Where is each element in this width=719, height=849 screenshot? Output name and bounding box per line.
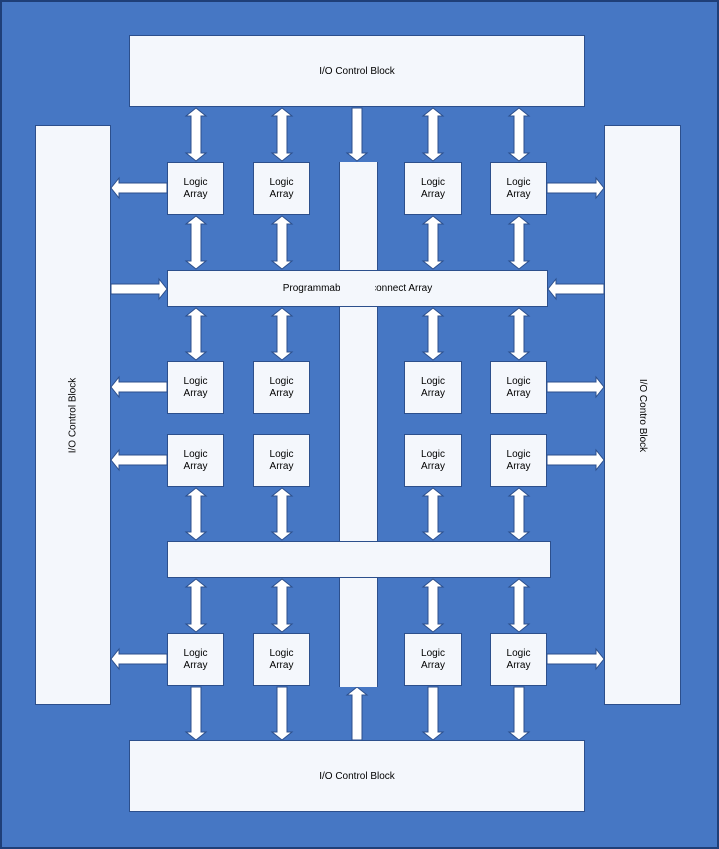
io-control-block-left: I/O Control Block — [35, 125, 111, 705]
io-control-block-bottom: I/O Control Block — [129, 740, 585, 812]
arrow-la-r4-bottom-io-3 — [421, 686, 445, 741]
arrow-top-io-bus — [345, 107, 369, 162]
logic-array-r3-c4: Logic Array — [490, 434, 547, 487]
io-control-block-left-label: I/O Control Block — [67, 377, 79, 453]
logic-array-r3-c1: Logic Array — [167, 434, 224, 487]
io-control-block-top-label: I/O Control Block — [319, 65, 395, 77]
logic-array-r1-c2: Logic Array — [253, 162, 310, 215]
arrow-la-right-io-3 — [546, 448, 605, 472]
arrow-pia2-la-r4-4 — [507, 578, 531, 633]
arrow-la-r3-pia2-3 — [421, 487, 445, 541]
logic-array-r2-c2: Logic Array — [253, 361, 310, 414]
arrow-pia2-la-r4-3 — [421, 578, 445, 633]
arrow-la-left-io-2 — [110, 375, 168, 399]
logic-array-r1-c3: Logic Array — [404, 162, 462, 215]
arrow-pia-la-r2-2 — [270, 307, 294, 361]
arrow-la-r4-bottom-io-1 — [184, 686, 208, 741]
io-control-block-right-label: I/O Contro Block — [636, 378, 648, 452]
logic-array-r4-c1: Logic Array — [167, 633, 224, 686]
arrow-la-r4-bottom-io-2 — [270, 686, 294, 741]
io-control-block-bottom-label: I/O Control Block — [319, 770, 395, 782]
io-control-block-top: I/O Control Block — [129, 35, 585, 107]
logic-array-r2-c1: Logic Array — [167, 361, 224, 414]
arrow-left-io-pia — [110, 277, 168, 301]
arrow-bottom-io-bus — [345, 686, 369, 741]
arrow-la-r1-pia-4 — [507, 215, 531, 270]
logic-array-r4-c4: Logic Array — [490, 633, 547, 686]
arrow-la-r4-bottom-io-4 — [507, 686, 531, 741]
arrow-right-io-pia — [547, 277, 605, 301]
logic-array-r1-c1: Logic Array — [167, 162, 224, 215]
arrow-la-right-io-1 — [546, 176, 605, 200]
arrow-top-io-la-2 — [270, 107, 294, 162]
arrow-la-r3-pia2-2 — [270, 487, 294, 541]
arrow-la-left-io-3 — [110, 448, 168, 472]
arrow-pia-la-r2-3 — [421, 307, 445, 361]
arrow-top-io-la-1 — [184, 107, 208, 162]
arrow-pia2-la-r4-2 — [270, 578, 294, 633]
arrow-top-io-la-3 — [421, 107, 445, 162]
logic-array-r2-c3: Logic Array — [404, 361, 462, 414]
logic-array-r3-c3: Logic Array — [404, 434, 462, 487]
io-control-block-right: I/O Contro Block — [604, 125, 681, 705]
logic-array-r4-c2: Logic Array — [253, 633, 310, 686]
arrow-la-r1-pia-3 — [421, 215, 445, 270]
logic-array-r3-c2: Logic Array — [253, 434, 310, 487]
bus-junction-lower — [340, 542, 375, 577]
arrow-pia-la-r2-1 — [184, 307, 208, 361]
arrow-la-right-io-4 — [546, 647, 605, 671]
arrow-la-left-io-4 — [110, 647, 168, 671]
arrow-la-r1-pia-2 — [270, 215, 294, 270]
arrow-la-right-io-2 — [546, 375, 605, 399]
logic-array-r1-c4: Logic Array — [490, 162, 547, 215]
central-vertical-bus — [339, 162, 378, 687]
arrow-pia-la-r2-4 — [507, 307, 531, 361]
arrow-pia2-la-r4-1 — [184, 578, 208, 633]
arrow-la-r3-pia2-4 — [507, 487, 531, 541]
bus-junction-upper — [340, 271, 375, 306]
arrow-la-left-io-1 — [110, 176, 168, 200]
arrow-top-io-la-4 — [507, 107, 531, 162]
arrow-la-r1-pia-1 — [184, 215, 208, 270]
logic-array-r4-c3: Logic Array — [404, 633, 462, 686]
logic-array-r2-c4: Logic Array — [490, 361, 547, 414]
arrow-la-r3-pia2-1 — [184, 487, 208, 541]
